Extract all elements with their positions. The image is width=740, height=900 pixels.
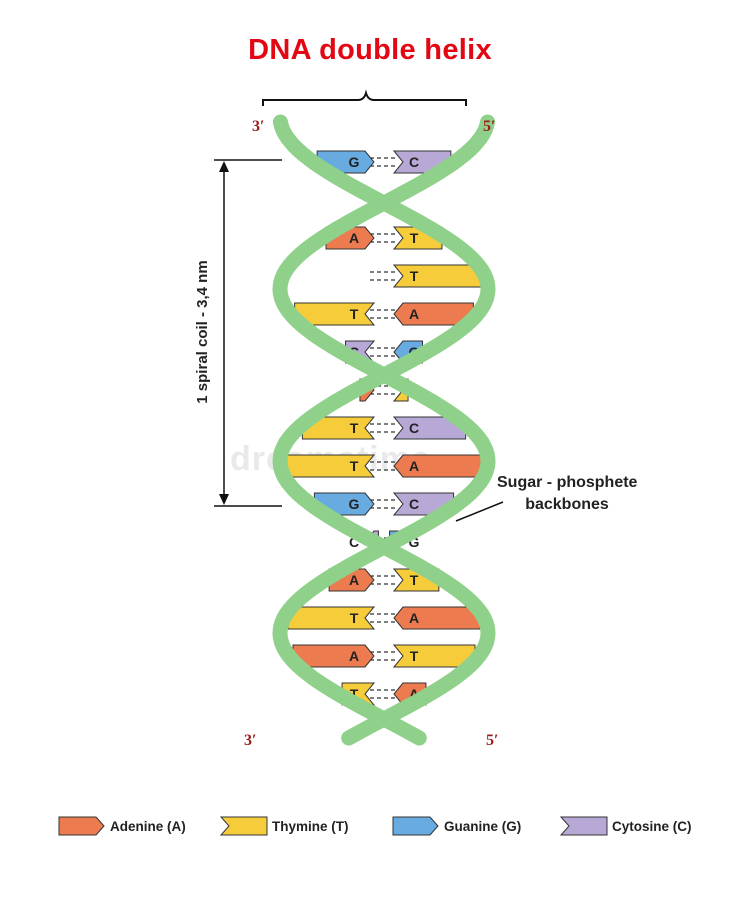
base-letter: A xyxy=(349,648,359,664)
legend-label: Guanine (G) xyxy=(444,819,522,834)
thymine-swatch-icon xyxy=(220,816,268,836)
base-letter: C xyxy=(409,154,419,170)
base-letter: T xyxy=(410,230,419,246)
base-right xyxy=(392,264,482,288)
end-label-bottom-right: 5′ xyxy=(486,732,499,749)
base-letter: C xyxy=(349,534,359,550)
legend-label: Cytosine (C) xyxy=(612,819,692,834)
cytosine-swatch-icon xyxy=(560,816,608,836)
base-letter: A xyxy=(349,230,359,246)
base-letter: A xyxy=(409,610,419,626)
backbone-callout: Sugar - phosphete backbones xyxy=(497,472,637,516)
callout-leader xyxy=(455,501,504,522)
callout-line-1: Sugar - phosphete xyxy=(497,474,638,491)
end-label-top-left: 3′ xyxy=(252,118,265,135)
callout-line-2: backbones xyxy=(525,496,609,513)
base-letter: A xyxy=(349,572,359,588)
base-letter: G xyxy=(409,534,420,550)
base-right xyxy=(393,606,481,630)
base-left xyxy=(287,606,376,630)
base-left xyxy=(301,416,376,440)
base-letter: G xyxy=(349,154,360,170)
base-right xyxy=(393,454,485,478)
base-letter: A xyxy=(409,686,419,702)
base-letter: T xyxy=(350,686,359,702)
base-letter: C xyxy=(409,420,419,436)
legend-label: Thymine (T) xyxy=(272,819,349,834)
base-left xyxy=(283,454,376,478)
backbone-strands xyxy=(272,114,496,746)
base-letter: T xyxy=(350,458,359,474)
base-right xyxy=(392,416,467,440)
base-letter: A xyxy=(409,306,419,322)
adenine-swatch-icon xyxy=(58,816,105,836)
base-letter: T xyxy=(410,268,419,284)
strand-back xyxy=(272,114,496,746)
top-brace xyxy=(262,89,467,106)
dimension-marker xyxy=(214,159,282,507)
diagram-title: DNA double helix xyxy=(248,34,492,66)
base-letter: T xyxy=(350,420,359,436)
strand-front xyxy=(272,114,496,746)
spiral-coil-label: 1 spiral coil - 3,4 nm xyxy=(194,260,211,404)
base-letter: T xyxy=(410,648,419,664)
guanine-swatch-icon xyxy=(392,816,439,836)
end-label-bottom-left: 3′ xyxy=(244,732,257,749)
base-letter: T xyxy=(410,572,419,588)
base-letter: G xyxy=(349,496,360,512)
base-letter: T xyxy=(350,306,359,322)
end-label-top-right: 5′ xyxy=(483,118,496,135)
base-letter: C xyxy=(409,496,419,512)
base-letter: A xyxy=(409,458,419,474)
legend-label: Adenine (A) xyxy=(110,819,186,834)
base-letter: T xyxy=(350,610,359,626)
legend: Adenine (A) Thymine (T) Guanine (G) Cyto… xyxy=(0,816,740,840)
